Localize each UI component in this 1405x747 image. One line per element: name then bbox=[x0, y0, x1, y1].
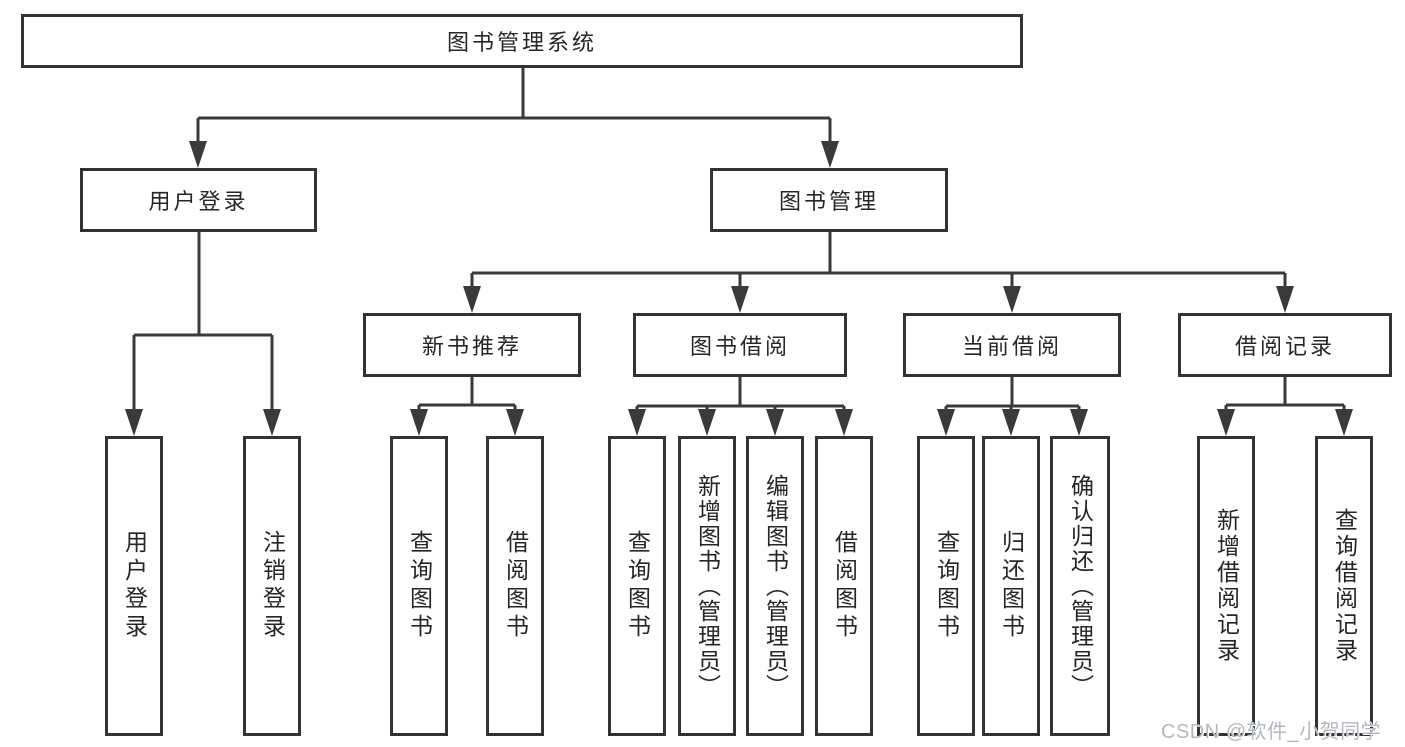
arrow-down-icon bbox=[1217, 409, 1235, 436]
leaf-query-borrow-record: 查询借阅记录 bbox=[1315, 436, 1373, 736]
leaf-add-borrow-record: 新增借阅记录 bbox=[1197, 436, 1255, 736]
arrow-down-icon bbox=[766, 409, 784, 436]
leaf-return-book: 归还图书 bbox=[982, 436, 1040, 736]
node-book-management: 图书管理 bbox=[710, 168, 948, 232]
leaf-query-book-borrow: 查询图书 bbox=[608, 436, 666, 736]
arrow-down-icon bbox=[628, 409, 646, 436]
node-new-book-recommend: 新书推荐 bbox=[363, 313, 581, 377]
node-user-login: 用户登录 bbox=[80, 168, 317, 232]
node-current-borrowing: 当前借阅 bbox=[903, 313, 1121, 377]
arrow-down-icon bbox=[410, 409, 428, 436]
arrow-down-icon bbox=[1276, 286, 1294, 313]
arrow-down-icon bbox=[821, 141, 839, 168]
arrow-down-icon bbox=[937, 409, 955, 436]
arrow-down-icon bbox=[263, 409, 281, 436]
arrow-down-icon bbox=[698, 409, 716, 436]
arrow-down-icon bbox=[125, 409, 143, 436]
arrow-down-icon bbox=[1070, 409, 1088, 436]
node-book-borrowing: 图书借阅 bbox=[633, 313, 847, 377]
csdn-watermark: CSDN @软件_小贺同学 bbox=[1161, 721, 1382, 743]
arrow-down-icon bbox=[731, 286, 749, 313]
leaf-logout: 注销登录 bbox=[243, 436, 301, 736]
node-borrowing-records: 借阅记录 bbox=[1178, 313, 1392, 377]
leaf-borrow-book: 借阅图书 bbox=[815, 436, 873, 736]
leaf-user-login: 用户登录 bbox=[105, 436, 163, 736]
leaf-query-book-current: 查询图书 bbox=[917, 436, 975, 736]
arrowheads bbox=[125, 141, 1353, 436]
arrow-down-icon bbox=[463, 286, 481, 313]
arrow-down-icon bbox=[1335, 409, 1353, 436]
leaf-borrow-book-newbook: 借阅图书 bbox=[486, 436, 544, 736]
arrow-down-icon bbox=[1003, 286, 1021, 313]
arrow-down-icon bbox=[835, 409, 853, 436]
leaf-query-book-newbook: 查询图书 bbox=[390, 436, 448, 736]
node-library-management-system: 图书管理系统 bbox=[21, 14, 1023, 68]
leaf-confirm-return-admin: 确认归还（管理员） bbox=[1050, 436, 1110, 736]
arrow-down-icon bbox=[1002, 409, 1020, 436]
arrow-down-icon bbox=[189, 141, 207, 168]
arrow-down-icon bbox=[506, 409, 524, 436]
leaf-edit-book-admin: 编辑图书（管理员） bbox=[746, 436, 804, 736]
leaf-add-book-admin: 新增图书（管理员） bbox=[678, 436, 736, 736]
